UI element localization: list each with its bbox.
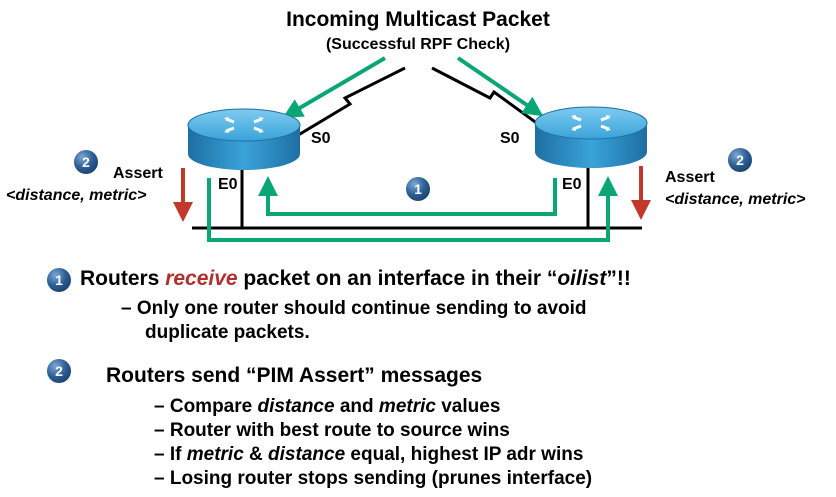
badge-2-left-icon: 2 [74, 150, 98, 174]
multicast-diagram [173, 56, 651, 242]
sub-text: – Compare [154, 396, 258, 417]
sub-text: & [243, 444, 269, 465]
left-assert-label: Assert [113, 165, 163, 182]
right-ethernet-label: E0 [562, 176, 582, 193]
left-serial-label: S0 [311, 130, 331, 147]
sub-emphasis: metric [378, 396, 436, 417]
sub-emphasis: metric [186, 444, 244, 465]
bullet-1-sub-line-1: – Only one router should continue sendin… [121, 298, 587, 319]
badge-1-center-icon: 1 [406, 177, 430, 201]
bullet-1-text: Routers receive packet on an interface i… [80, 267, 631, 291]
left-assert-params: <distance, metric> [6, 187, 147, 204]
sub-emphasis: distance [268, 444, 346, 465]
sub-emphasis: distance [257, 396, 335, 417]
diagram-title: Incoming Multicast Packet [286, 8, 550, 31]
bullet-1-text-part: ”!! [606, 267, 631, 290]
forward-path-right [258, 176, 557, 216]
bullet-2-sub-line-1: – Compare distance and metric values [154, 396, 500, 418]
router-right-icon [534, 106, 648, 168]
bullet-1-badge-icon: 1 [47, 268, 71, 292]
incoming-arrow-left [282, 56, 387, 119]
left-ethernet-label: E0 [218, 176, 238, 193]
sub-text: equal, highest IP adr wins [345, 444, 584, 465]
sub-text: – If [154, 444, 187, 465]
bullet-2-badge-icon: 2 [47, 359, 71, 383]
bullet-2-sub-line-3: – If metric & distance equal, highest IP… [154, 444, 583, 466]
forward-path-left [207, 176, 618, 242]
right-assert-label: Assert [665, 169, 715, 186]
diagram-subtitle: (Successful RPF Check) [325, 36, 511, 53]
right-assert-params: <distance, metric> [665, 191, 806, 208]
badge-2-right-icon: 2 [728, 148, 752, 172]
incoming-arrow-right [456, 56, 544, 117]
bullet-1-receive-emphasis: receive [165, 267, 238, 290]
serial-link-left [289, 66, 406, 142]
bullet-1-oilist-emphasis: oilist [557, 267, 607, 290]
bullet-1-text-part: packet on an interface in their “ [237, 267, 558, 290]
bullet-1-text-part: Routers [80, 267, 166, 290]
sub-text: and [334, 396, 379, 417]
bullet-2-sub-line-2: – Router with best route to source wins [154, 420, 510, 441]
sub-text: values [435, 396, 501, 417]
bullet-2-sub-line-4: – Losing router stops sending (prunes in… [154, 468, 593, 489]
bullet-1-sub-line-2: duplicate packets. [145, 322, 310, 343]
router-left-icon [187, 108, 301, 170]
right-serial-label: S0 [500, 130, 520, 147]
bullet-2-text: Routers send “PIM Assert” messages [106, 364, 483, 387]
